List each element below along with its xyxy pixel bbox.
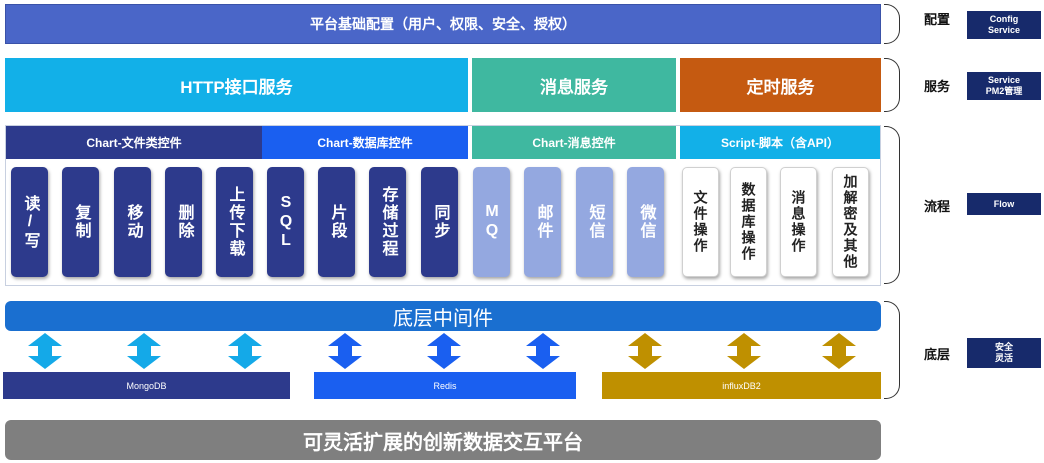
platform-config-label: 平台基础配置（用户、权限、安全、授权） [310,16,576,32]
card-read-write: 读/写 [11,167,48,277]
card-email: 邮件 [524,167,561,277]
tag-service-pm2: Service PM2管理 [967,72,1041,100]
platform-bottom-bar: 可灵活扩展的创新数据交互平台 [5,420,881,460]
db-influxdb2: influxDB2 [602,372,881,399]
redis-arrow-1 [328,333,362,369]
redis-arrow-2 [427,333,461,369]
middleware-bar: 底层中间件 [5,301,881,331]
category-message-controls: Chart-消息控件 [472,126,676,159]
timer-service-box: 定时服务 [680,58,881,112]
brace-service [884,58,900,112]
layer-label-base: 底层 [923,346,950,362]
card-wechat: 微信 [627,167,664,277]
connection-arrows [28,333,856,369]
platform-config-bar: 平台基础配置（用户、权限、安全、授权） [5,4,881,44]
mongodb-arrow-1 [28,333,62,369]
category-file-label: Chart-文件类控件 [86,136,182,150]
category-file-controls: Chart-文件类控件 [6,126,262,159]
brace-flow [884,126,900,284]
card-file-ops: 文件操作 [682,167,719,277]
card-delete: 删除 [165,167,202,277]
card-upload-download: 上传下载 [216,167,253,277]
message-service-box: 消息服务 [472,58,676,112]
layer-label-flow: 流程 [923,198,950,214]
category-script: Script-脚本（含API） [680,126,880,159]
category-message-label: Chart-消息控件 [532,136,616,150]
card-move: 移动 [114,167,151,277]
tag-safe-flexible: 安全 灵活 [967,338,1041,368]
http-service-label: HTTP接口服务 [180,77,293,97]
db-redis: Redis [314,372,576,399]
card-fragment: 片段 [318,167,355,277]
middleware-label: 底层中间件 [393,307,493,330]
category-script-label: Script-脚本（含API） [720,136,839,150]
category-db-controls: Chart-数据库控件 [262,126,468,159]
layer-label-service: 服务 [923,78,950,94]
card-encryption-other: 加解密及其他 [832,167,869,277]
platform-bottom-label: 可灵活扩展的创新数据交互平台 [303,431,583,454]
db-redis-label: Redis [433,380,457,391]
influx-arrow-1 [628,333,662,369]
influx-arrow-2 [727,333,761,369]
redis-arrow-3 [526,333,560,369]
card-copy: 复制 [62,167,99,277]
db-mongodb: MongoDB [3,372,290,399]
brace-config [884,4,900,44]
card-db-ops: 数据库操作 [730,167,767,277]
http-service-box: HTTP接口服务 [5,58,468,112]
card-stored-procedure: 存储过程 [369,167,406,277]
card-sync: 同步 [421,167,458,277]
tag-line: PM2管理 [985,86,1023,96]
card-sms: 短信 [576,167,613,277]
card-mq: MQ [473,167,510,277]
tag-line: Flow [993,198,1015,209]
category-db-label: Chart-数据库控件 [317,136,413,150]
tag-line: Service [987,25,1021,35]
tag-flow: Flow [967,193,1041,215]
layer-label-config: 配置 [923,11,950,27]
card-sql: SQL [267,167,304,277]
db-mongodb-label: MongoDB [126,380,167,391]
card-message-ops: 消息操作 [780,167,817,277]
tag-config-service: Config Service [967,11,1041,39]
brace-base [884,301,900,399]
message-service-label: 消息服务 [540,77,608,97]
tag-line: 灵活 [994,353,1013,363]
tag-line: 安全 [994,342,1013,352]
influx-arrow-3 [822,333,856,369]
mongodb-arrow-3 [228,333,262,369]
tag-line: Config [989,14,1019,24]
mongodb-arrow-2 [127,333,161,369]
timer-service-label: 定时服务 [746,77,815,97]
db-influxdb2-label: influxDB2 [722,380,761,391]
tag-line: Service [987,75,1021,85]
